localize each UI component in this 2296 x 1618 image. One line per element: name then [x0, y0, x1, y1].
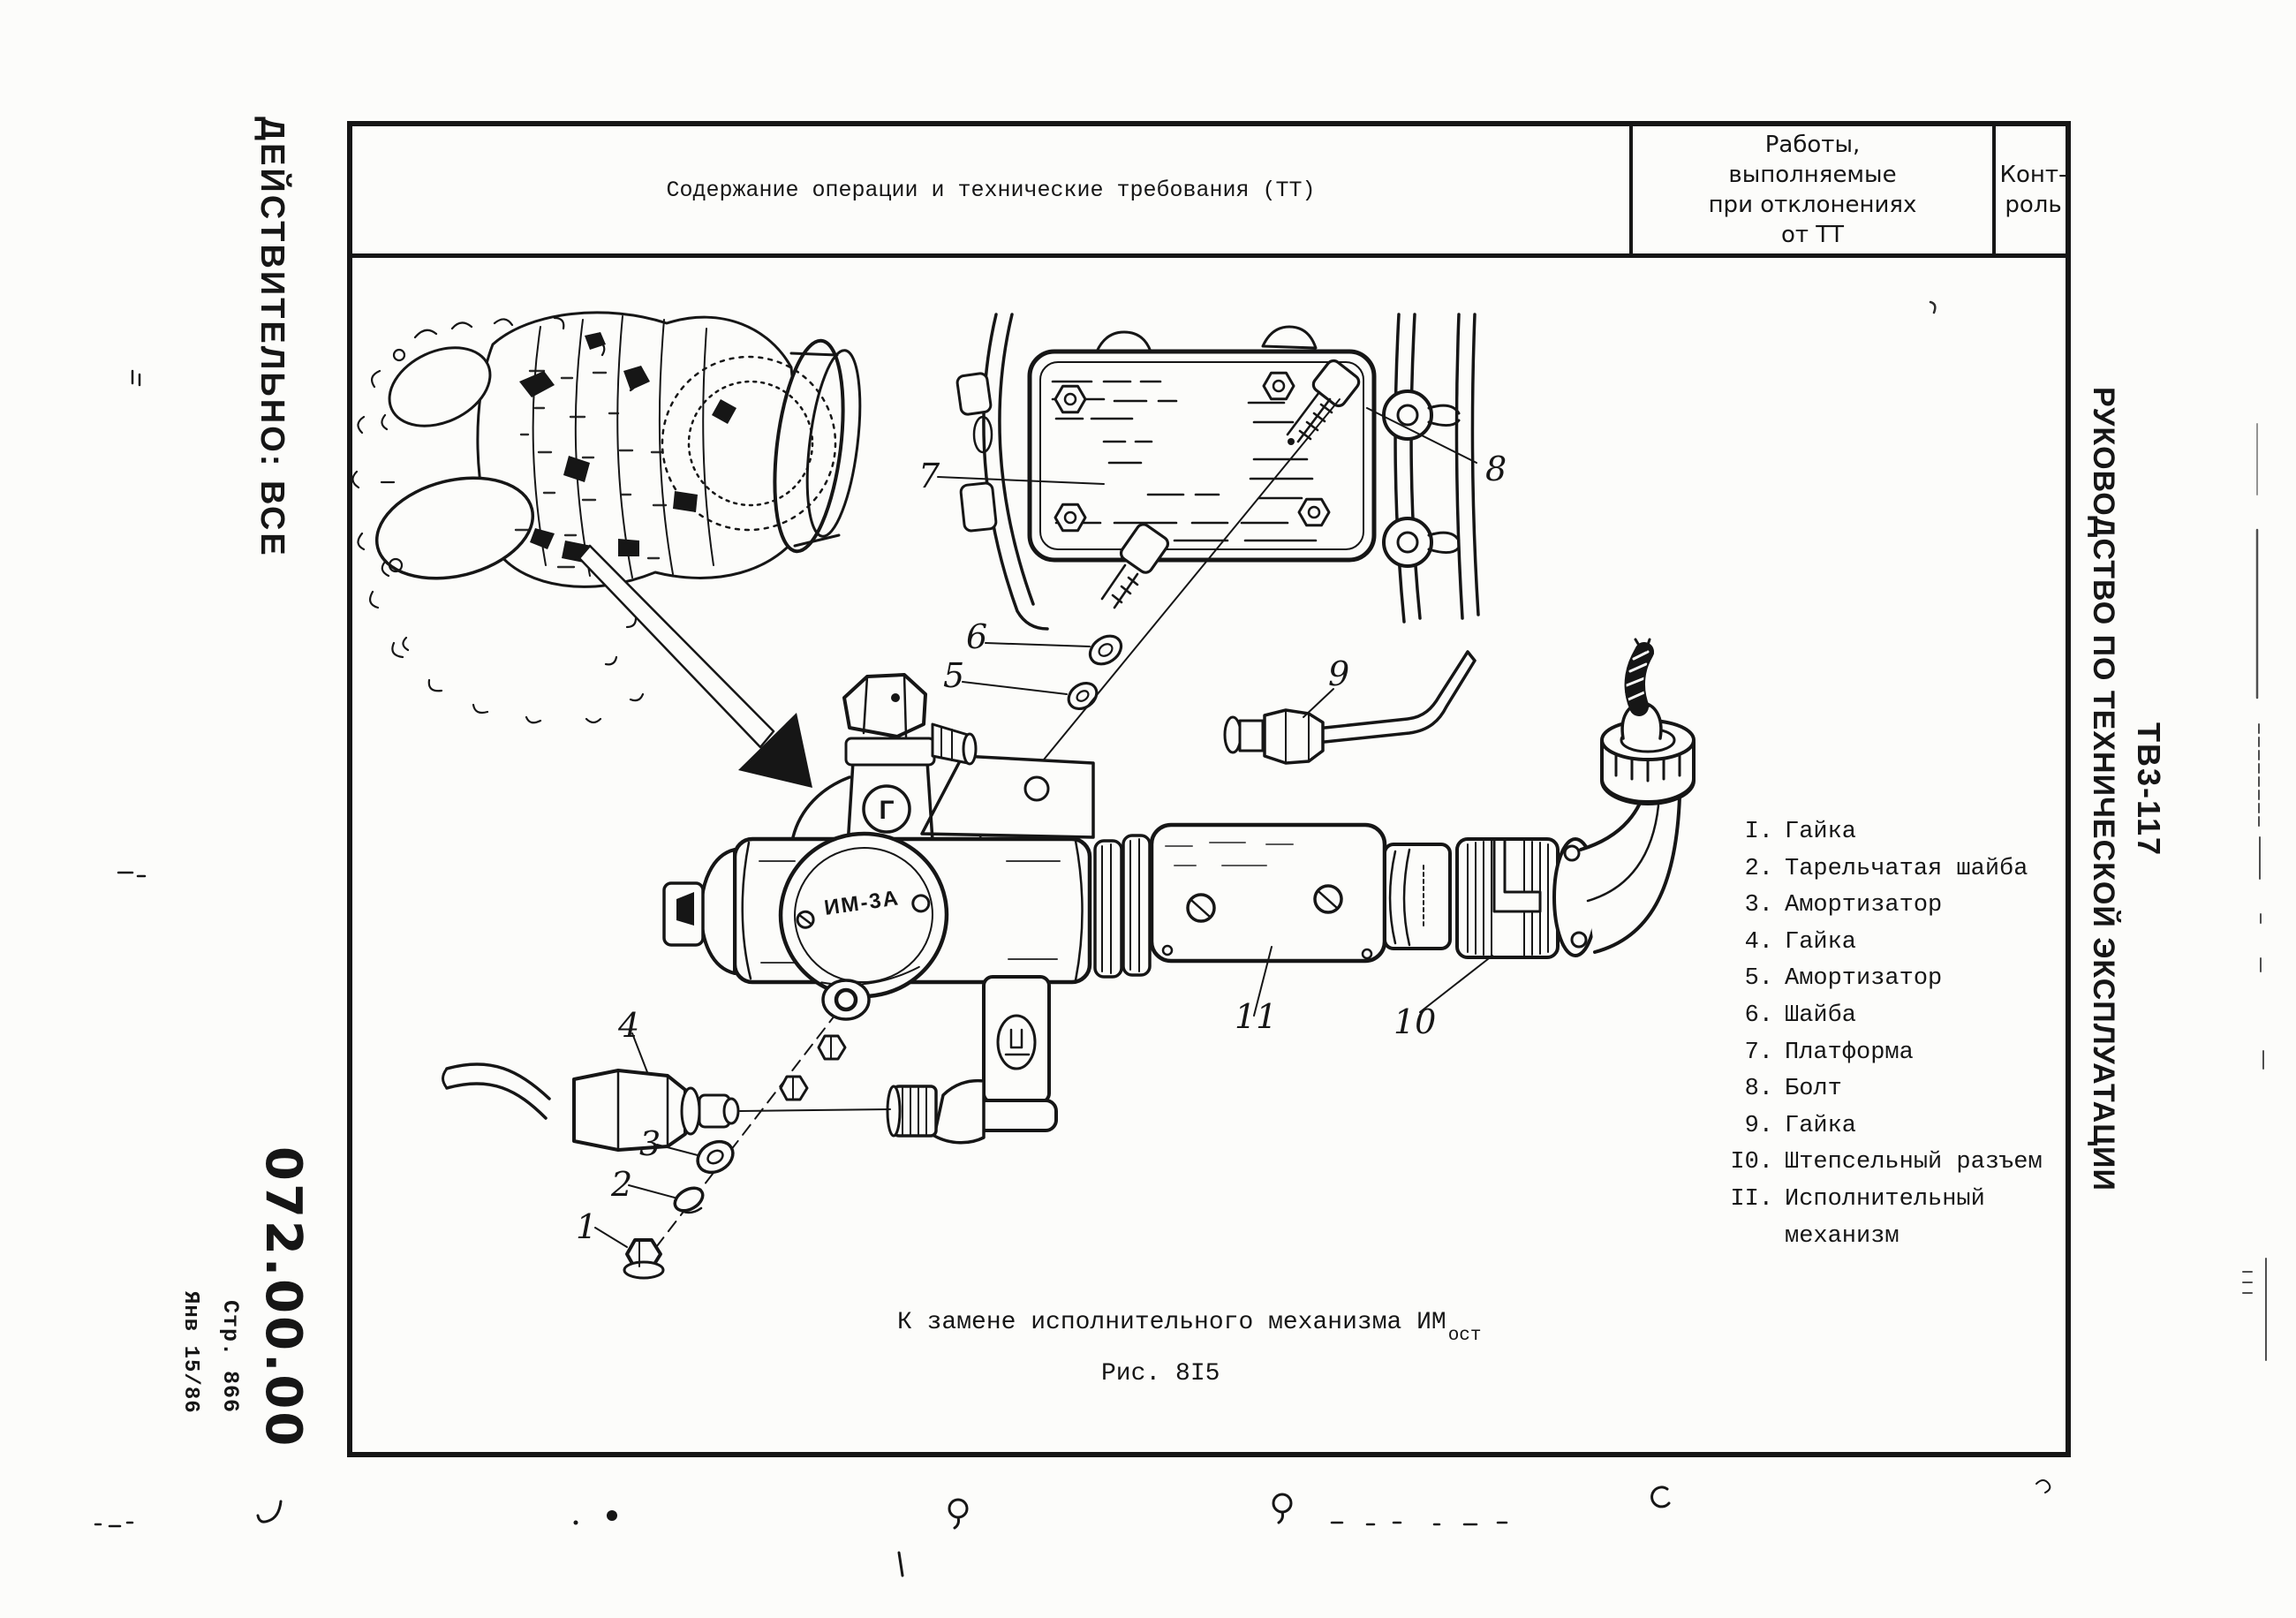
parts-list-item-label: Исполнительный: [1785, 1185, 1985, 1213]
table-frame: [347, 121, 2071, 1457]
parts-list-item-number: I.: [1744, 819, 1773, 845]
header-line: роль: [2005, 192, 2062, 218]
callout-leader-2: [628, 1184, 676, 1198]
parts-list-item-number: 2.: [1744, 855, 1773, 882]
parts-list-item-label: Платформа: [1785, 1039, 1914, 1066]
callout-leader-7: [937, 476, 1105, 485]
parts-list-item-number: 8.: [1744, 1076, 1773, 1103]
parts-list-item: I. Гайка: [1722, 814, 2043, 851]
callout-leader-5: [962, 681, 1068, 695]
figure-diagram: Г ИМ-3А: [351, 300, 1937, 1280]
figure-caption-text: К замене исполнительного механизма ИМ: [897, 1309, 1446, 1336]
connector-group: [1455, 638, 1696, 959]
engine-illustration: [351, 311, 862, 724]
parts-list-item-label: Амортизатор: [1785, 892, 1943, 919]
header-line: от ТТ: [1780, 222, 1845, 248]
figure-number: Рис. 8I5: [1101, 1360, 1220, 1387]
parts-list-item: 2. Тарельчатая шайба: [1722, 851, 2043, 888]
parts-list-item: 6. Шайба: [1722, 998, 2043, 1035]
parts-list-item-number: 3.: [1744, 892, 1773, 919]
callout-leader-9: [1303, 688, 1334, 718]
ata-chapter-number: 072.00.00: [254, 1146, 312, 1449]
callout-3: 3: [639, 1124, 661, 1163]
column-divider-2: [1992, 121, 1996, 258]
engine-model-label: ТВ3-117: [2131, 722, 2167, 858]
parts-list-item-label: Амортизатор: [1785, 965, 1943, 993]
manual-title: РУКОВОДСТВО ПО ТЕХНИЧЕСКОЙ ЭКСПЛУАТАЦИИ: [2087, 387, 2120, 1191]
callout-4: 4: [617, 1006, 639, 1045]
parts-list-item: 4. Гайка: [1722, 925, 2043, 962]
parts-list-item-number: 6.: [1744, 1002, 1773, 1029]
parts-list-item: 9. Гайка: [1722, 1108, 2043, 1145]
badge-g: Г: [879, 796, 894, 825]
parts-list-item-label: Болт: [1785, 1076, 1842, 1103]
scan-artifacts-inner: [1929, 300, 1937, 314]
header-line: Конт-: [1999, 162, 2067, 188]
header-deviation-works: Работы, выполняемые при отклонениях от Т…: [1633, 126, 1992, 253]
parts-list-item-label: Гайка: [1785, 819, 1857, 845]
callout-leader-1: [594, 1227, 628, 1248]
parts-list-item-number: 5.: [1744, 965, 1773, 993]
callout-leader-11: [1253, 946, 1273, 1017]
header-line: при отклонениях: [1708, 192, 1917, 218]
actuator-group: Г ИМ-3А: [662, 673, 1452, 1021]
parts-list-item: 7. Платформа: [1722, 1035, 2043, 1072]
parts-list-item-label: Гайка: [1785, 928, 1857, 956]
callout-leader-4: [631, 1032, 648, 1073]
parts-list-item-number: 7.: [1744, 1039, 1773, 1066]
pointer-arrow: [578, 544, 812, 788]
parts-list-item: 5. Амортизатор: [1722, 961, 2043, 998]
hose-nut-group: [442, 1062, 891, 1152]
parts-list-item-label: Гайка: [1785, 1112, 1857, 1139]
callout-11: 11: [1235, 997, 1277, 1036]
parts-list-item: II. Исполнительный: [1722, 1182, 2043, 1219]
header-control: Конт- роль: [1996, 126, 2071, 253]
plate-bolt-and-washers: [1067, 523, 1170, 711]
header-bottom-rule: [347, 253, 2071, 258]
parts-list-item-label: Тарельчатая шайба: [1785, 855, 2028, 882]
bolt-8: [1286, 359, 1361, 445]
header-operations: Содержание операции и технические требов…: [666, 177, 1316, 203]
parts-list-item-number: 9.: [1744, 1112, 1773, 1139]
callout-6: 6: [966, 617, 987, 656]
header-line: выполняемые: [1728, 162, 1897, 188]
header-line: Работы,: [1764, 132, 1861, 158]
pipe-nut-group: [1223, 650, 1477, 765]
callout-5: 5: [943, 656, 964, 695]
tee-fitting-group: [886, 975, 1058, 1145]
parts-list-item-number: 4.: [1744, 928, 1773, 956]
parts-list: I. Гайка 2. Тарельчатая шайба 3. Амортизатор 4…: [1722, 814, 2043, 1256]
parts-list-item: I0. Штепсельный разъем: [1722, 1145, 2043, 1182]
page-number: Стр. 866: [217, 1300, 243, 1414]
parts-list-item: 8. Болт: [1722, 1071, 2043, 1108]
platform-group: [955, 313, 1480, 711]
callout-7: 7: [918, 457, 940, 495]
callout-1: 1: [576, 1207, 597, 1246]
figure-caption: К замене исполнительного механизма ИМост: [897, 1309, 1482, 1346]
small-parts-group: [623, 1034, 847, 1280]
parts-list-item-label: Штепсельный разъем: [1785, 1149, 2043, 1176]
callout-2: 2: [610, 1165, 632, 1204]
parts-list-item-wrap: механизм: [1722, 1219, 2043, 1256]
figure-callouts: 123 4 56 7 8 9 10 11: [576, 407, 1507, 1248]
callout-10: 10: [1393, 1002, 1436, 1041]
callout-leader-6: [985, 642, 1091, 647]
parts-list-item-number: II.: [1730, 1185, 1773, 1213]
revision-date: Янв 15/86: [178, 1291, 202, 1414]
column-divider-1: [1629, 121, 1633, 258]
callout-leader-10: [1419, 955, 1493, 1013]
callout-leader-3: [656, 1144, 699, 1156]
parts-list-item-label: механизм: [1785, 1222, 1899, 1250]
callout-8: 8: [1485, 450, 1507, 488]
nameplate-oval: ИМ-3А: [778, 831, 949, 999]
figure-caption-subscript: ост: [1447, 1325, 1482, 1346]
validity-stamp: ДЕЙСТВИТЕЛЬНО: ВСЕ: [253, 117, 291, 558]
callout-9: 9: [1328, 654, 1349, 693]
parts-list-item-label: Шайба: [1785, 1002, 1857, 1029]
callout-leader-8: [1366, 407, 1477, 464]
parts-list-item: 3. Амортизатор: [1722, 888, 2043, 925]
parts-list-item-number: I0.: [1730, 1149, 1773, 1176]
